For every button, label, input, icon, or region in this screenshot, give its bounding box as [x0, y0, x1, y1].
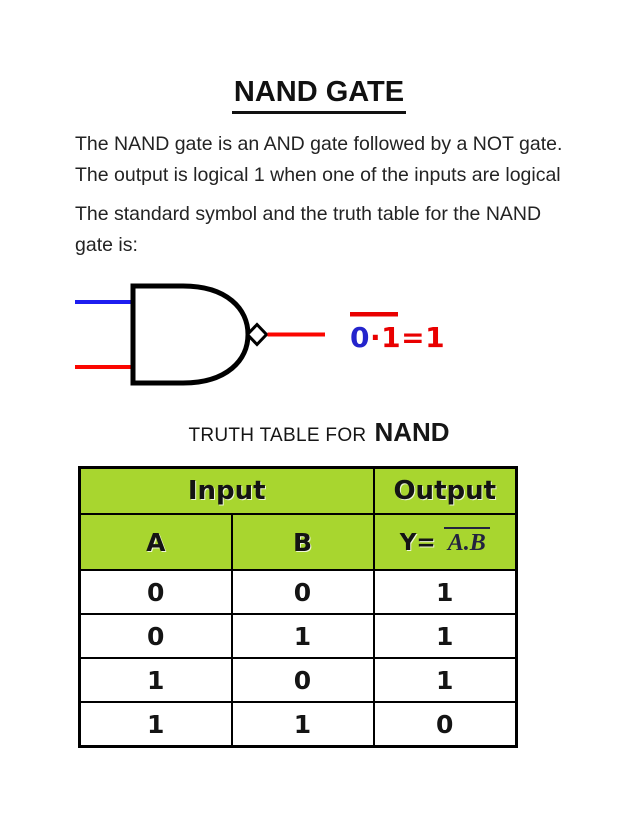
symbol-line-2: gate is: [75, 234, 138, 256]
column-header-b: B [230, 513, 375, 571]
table-cell: 0 [372, 701, 518, 748]
table-cell: 0 [78, 569, 233, 615]
truth-table-heading: TRUTH TABLE FOR NAND [0, 417, 638, 452]
truth-table: Input Output A B Y= A.B 0 0 1 0 1 1 1 0 1… [78, 466, 518, 748]
expression-overline [350, 312, 398, 317]
nand-gate-diagram: 0·1=1 [75, 283, 445, 386]
column-header-y: Y= A.B [372, 513, 518, 571]
table-group-header-row: Input Output [78, 466, 518, 515]
intro-line-1: The NAND gate is an AND gate followed by… [75, 133, 563, 155]
inversion-bubble-icon [245, 322, 269, 347]
intro-paragraph: The NAND gate is an AND gate followed by… [75, 129, 595, 191]
table-cell: 0 [230, 657, 375, 703]
table-column-header-row: A B Y= A.B [78, 513, 518, 571]
and-gate-body [130, 283, 251, 386]
table-row: 1 1 0 [78, 701, 518, 748]
table-cell: 1 [230, 613, 375, 659]
table-cell: 1 [78, 657, 233, 703]
page-title: NAND GATE [0, 76, 638, 115]
expression-operand-blue: 0 [350, 321, 370, 354]
intro-line-2: The output is logical 1 when one of the … [75, 164, 561, 186]
table-row: 0 0 1 [78, 569, 518, 615]
table-cell: 1 [78, 701, 233, 748]
table-cell: 0 [230, 569, 375, 615]
table-row: 0 1 1 [78, 613, 518, 659]
y-expression-overbar: A.B [443, 527, 490, 556]
expression-rest-red: ·1=1 [370, 321, 445, 354]
truth-table-heading-prefix: TRUTH TABLE FOR [188, 425, 367, 446]
column-header-a: A [78, 513, 233, 571]
table-cell: 1 [230, 701, 375, 748]
table-cell: 0 [78, 613, 233, 659]
symbol-paragraph: The standard symbol and the truth table … [75, 199, 595, 261]
table-cell: 1 [372, 613, 518, 659]
table-cell: 1 [372, 569, 518, 615]
y-equals-label: Y= [399, 530, 436, 557]
input-group-header: Input [78, 466, 375, 515]
symbol-line-1: The standard symbol and the truth table … [75, 203, 542, 225]
table-row: 1 0 1 [78, 657, 518, 703]
page-title-text: NAND GATE [231, 76, 407, 115]
table-cell: 1 [372, 657, 518, 703]
truth-table-heading-emphasis: NAND [374, 417, 450, 447]
output-group-header: Output [372, 466, 518, 515]
gate-expression: 0·1=1 [350, 321, 445, 354]
